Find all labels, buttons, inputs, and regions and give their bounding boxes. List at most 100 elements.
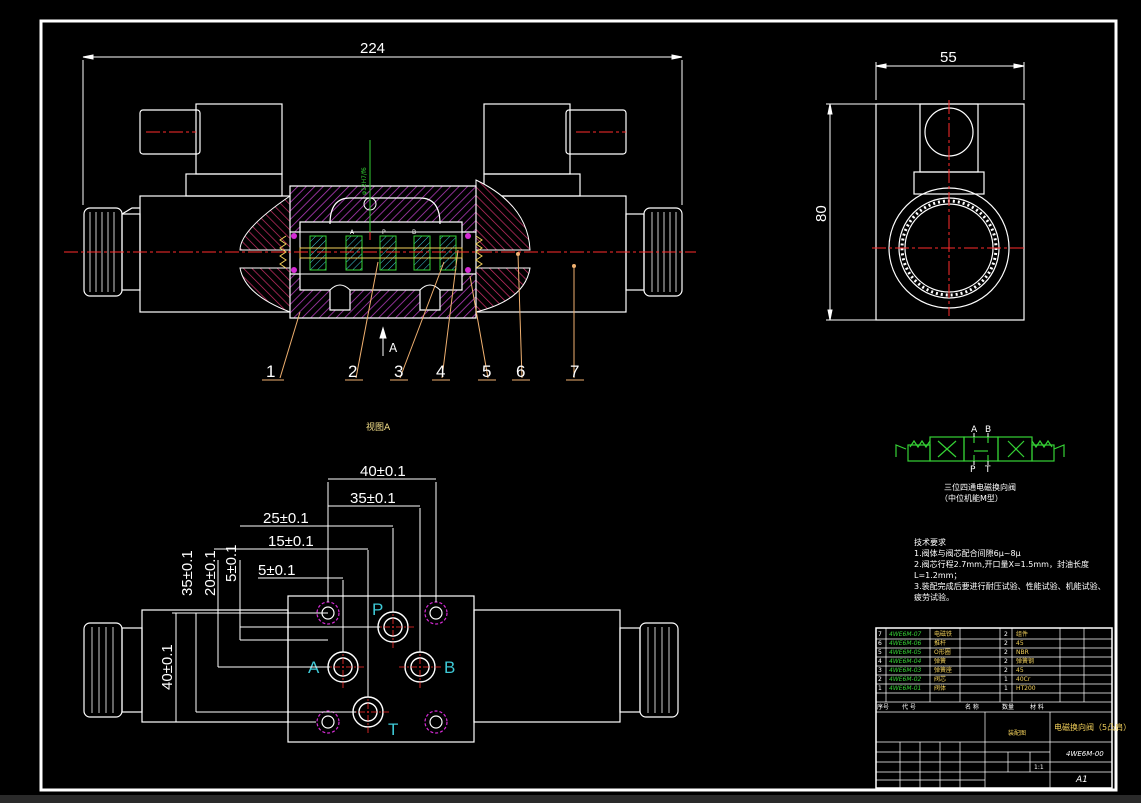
- bom-header-code: 代 号: [902, 703, 916, 711]
- port-b-label: B: [444, 658, 455, 677]
- bottom-right-solenoid: [473, 609, 621, 723]
- bom-code-6: 4WE6M-06: [889, 640, 922, 647]
- left-connector-plug: [139, 109, 201, 155]
- bom-qty-7: 2: [1004, 631, 1008, 638]
- title-block: 7 4WE6M-07 电磁铁 2 组件 6 4WE6M-06 推杆 2 45 5 4WE6M-05 O形…: [875, 627, 1131, 789]
- dim-v40-text: 40±0.1: [159, 644, 176, 690]
- bom-no-3: 3: [878, 667, 882, 674]
- front-section-view: 224: [64, 40, 696, 381]
- balloon-2: 2: [348, 362, 357, 381]
- view-arrow-label: A: [389, 341, 398, 355]
- dim-35-text: 35±0.1: [350, 490, 396, 507]
- dim-80-text: 80: [813, 205, 830, 222]
- dim-total-length: [82, 54, 683, 205]
- bom-header-qty: 数量: [1002, 703, 1014, 711]
- bom-mat-1: HT200: [1016, 685, 1036, 692]
- mount-hole-bottom-left: [316, 710, 340, 734]
- bom-no-1: 1: [878, 685, 882, 692]
- dim-5-text: 5±0.1: [258, 562, 295, 579]
- bom-code-1: 4WE6M-01: [889, 685, 921, 692]
- spool-label-p: P: [382, 229, 386, 236]
- bom-header-name: 名 称: [965, 703, 979, 711]
- bom-name-7: 电磁铁: [934, 630, 952, 638]
- balloon-6: 6: [516, 362, 525, 381]
- bom-no-5: 5: [878, 649, 882, 656]
- bom-no-4: 4: [878, 658, 882, 665]
- titleblock-number: 4WE6M-00: [1066, 750, 1104, 758]
- valve-spool: A P B: [279, 229, 483, 275]
- port-p-label: P: [372, 600, 383, 619]
- bom-header-mat: 材 料: [1030, 703, 1044, 711]
- window-bottom-bar: [0, 795, 1141, 803]
- technical-requirements: 技术要求 1.阀体与阀芯配合间隙6μ~8μ 2.阀芯行程2.7mm,开口量X=1…: [914, 537, 1106, 602]
- bom-mat-5: NBR: [1016, 649, 1029, 656]
- bom-name-6: 推杆: [934, 639, 946, 647]
- dim-v5-text: 5±0.1: [223, 545, 240, 582]
- balloon-4: 4: [436, 362, 445, 381]
- fit-annotation: φ12H7/f6: [361, 167, 368, 195]
- bom-qty-4: 2: [1004, 658, 1008, 665]
- tech-line-3: L=1.2mm；: [914, 571, 961, 580]
- balloon-1: 1: [266, 362, 275, 381]
- bom-code-7: 4WE6M-07: [889, 631, 922, 638]
- dim-v20-text: 20±0.1: [202, 550, 219, 596]
- dim-v35-text: 35±0.1: [179, 550, 196, 596]
- bom-code-4: 4WE6M-04: [889, 658, 922, 665]
- side-view: 55 80: [813, 49, 1026, 321]
- port-t-label: T: [388, 720, 398, 739]
- symbol-port-a: A: [971, 425, 978, 435]
- bom-name-5: O形圈: [934, 648, 951, 656]
- titleblock-scale: 1:1: [1034, 764, 1044, 771]
- bom-qty-6: 2: [1004, 640, 1008, 647]
- bom-qty-5: 2: [1004, 649, 1008, 656]
- symbol-caption-2: （中位机能M型）: [940, 493, 1003, 503]
- titleblock-name: 电磁换向阀（5凸肩）: [1054, 722, 1131, 732]
- bom-name-4: 弹簧: [934, 657, 946, 665]
- tech-line-5: 疲劳试验。: [914, 592, 954, 602]
- symbol-port-t: T: [984, 465, 991, 475]
- bom-qty-3: 2: [1004, 667, 1008, 674]
- bom-code-5: 4WE6M-05: [889, 649, 922, 656]
- spool-label-a: A: [350, 229, 355, 236]
- symbol-port-p: P: [970, 465, 976, 475]
- balloon-5: 5: [482, 362, 491, 381]
- mount-hole-bottom-right: [424, 710, 448, 734]
- tech-line-4: 3.装配完成后要进行耐压试验、性能试验、机能试验、: [914, 581, 1106, 591]
- dim-15-text: 15±0.1: [268, 533, 314, 550]
- symbol-caption-1: 三位四通电磁换向阀: [944, 482, 1016, 492]
- mount-hole-top-right: [424, 601, 448, 625]
- bom-no-6: 6: [878, 640, 882, 647]
- titleblock-assembly: 装配图: [1008, 729, 1026, 737]
- bom-mat-7: 组件: [1016, 630, 1028, 638]
- tech-title: 技术要求: [914, 537, 946, 547]
- bom-no-7: 7: [878, 631, 882, 638]
- dim-55-text: 55: [940, 49, 957, 66]
- bom-no-2: 2: [878, 676, 882, 683]
- bom-qty-2: 1: [1004, 676, 1008, 683]
- bom-mat-6: 45: [1016, 640, 1024, 647]
- bom-name-1: 阀体: [934, 684, 946, 692]
- titleblock-size: A1: [1075, 775, 1088, 785]
- dim-25-text: 25±0.1: [263, 510, 309, 527]
- balloon-3: 3: [394, 362, 403, 381]
- bom-code-3: 4WE6M-03: [889, 667, 922, 674]
- bom-mat-4: 弹簧钢: [1016, 657, 1034, 665]
- balloon-7: 7: [570, 362, 579, 381]
- bom-code-2: 4WE6M-02: [889, 676, 922, 683]
- bom-header-no: 序号: [877, 703, 889, 711]
- bom-name-2: 阀芯: [934, 675, 946, 683]
- bom-mat-2: 40Cr: [1016, 676, 1031, 683]
- view-a-title: 视图A: [366, 421, 391, 433]
- symbol-port-b: B: [985, 425, 991, 435]
- dim-40-text: 40±0.1: [360, 463, 406, 480]
- hydraulic-symbol: A B P T 三位四通电磁换向阀 （中位机能M型）: [895, 425, 1065, 503]
- part-leaders: [262, 249, 584, 381]
- tech-line-1: 1.阀体与阀芯配合间隙6μ~8μ: [914, 548, 1021, 558]
- drawing-border: [39, 19, 1118, 792]
- dim-224-text: 224: [360, 40, 385, 57]
- spool-label-b: B: [412, 229, 416, 236]
- bom-mat-3: 45: [1016, 667, 1024, 674]
- bom-name-3: 弹簧座: [934, 666, 952, 674]
- bottom-view-a: P A B T 40±0.1 35±0.1 25±0.1 15±0.1 5±0.…: [83, 463, 679, 743]
